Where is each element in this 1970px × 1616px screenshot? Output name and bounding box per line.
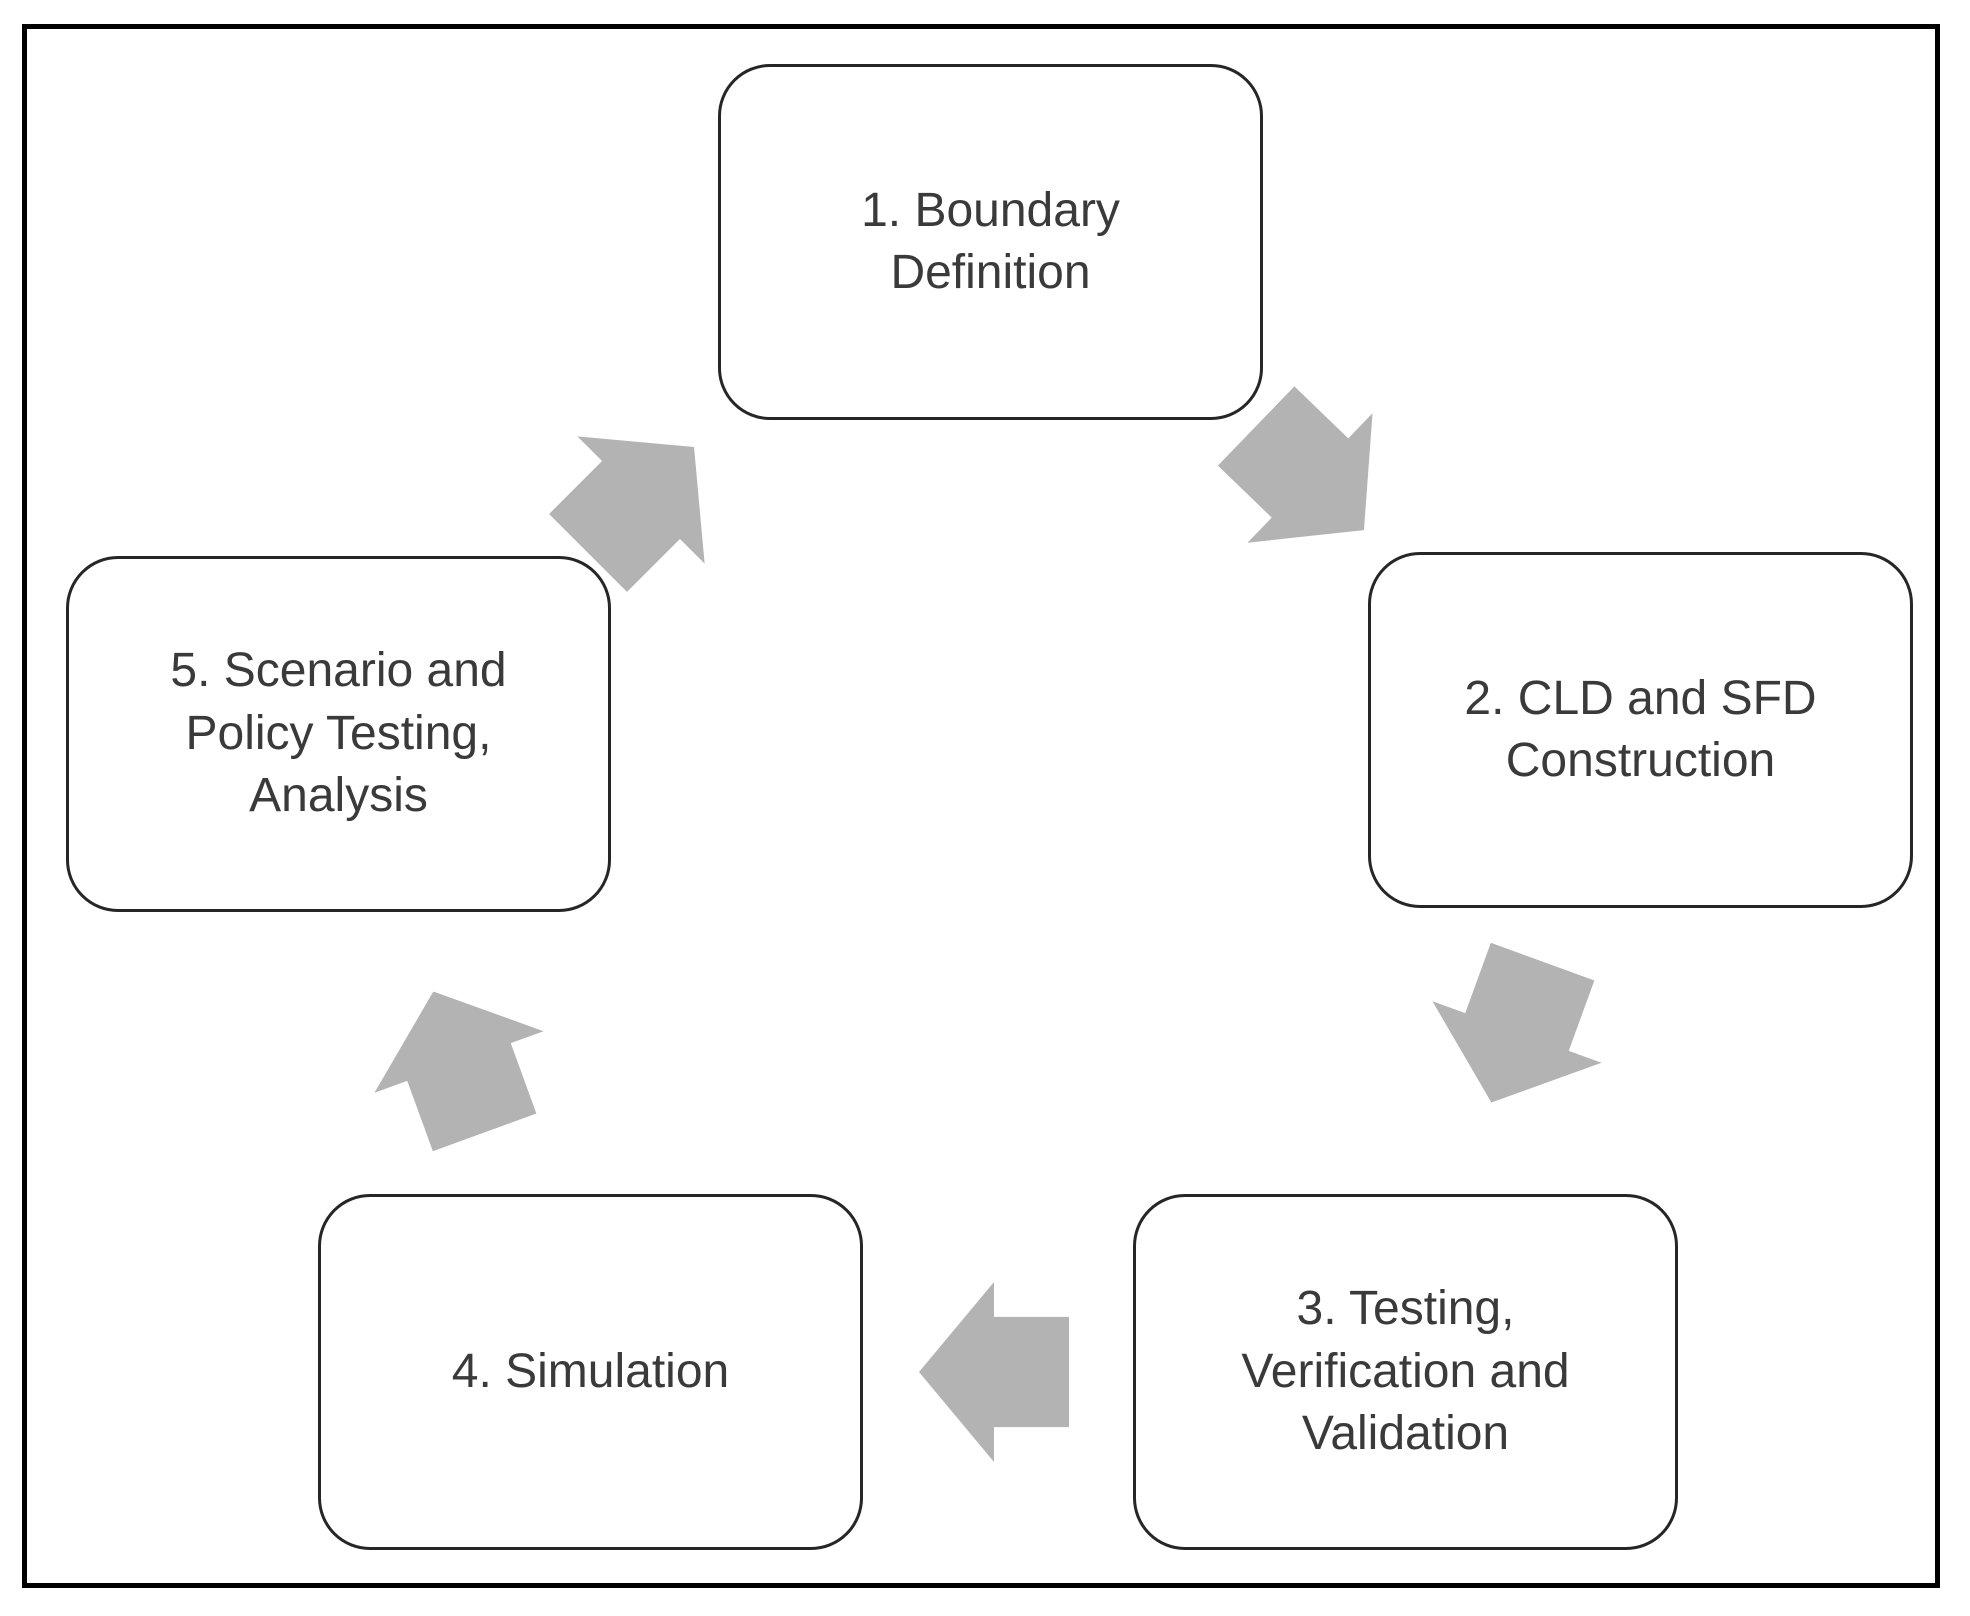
step-box-cld-sfd-construction: 2. CLD and SFD Construction	[1368, 552, 1913, 908]
diagram-frame	[22, 24, 1940, 1588]
step-label: 2. CLD and SFD Construction	[1464, 671, 1817, 787]
step-label: 1. Boundary Definition	[861, 183, 1120, 299]
step-box-testing-verification-validation: 3. Testing, Verification and Validation	[1133, 1194, 1678, 1550]
step-box-scenario-policy-testing-analysis: 5. Scenario and Policy Testing, Analysis	[66, 556, 611, 912]
step-box-simulation: 4. Simulation	[318, 1194, 863, 1550]
step-label: 3. Testing, Verification and Validation	[1241, 1282, 1570, 1461]
step-box-boundary-definition: 1. Boundary Definition	[718, 64, 1263, 420]
step-label: 4. Simulation	[451, 1344, 730, 1398]
step-label: 5. Scenario and Policy Testing, Analysis	[170, 644, 507, 823]
